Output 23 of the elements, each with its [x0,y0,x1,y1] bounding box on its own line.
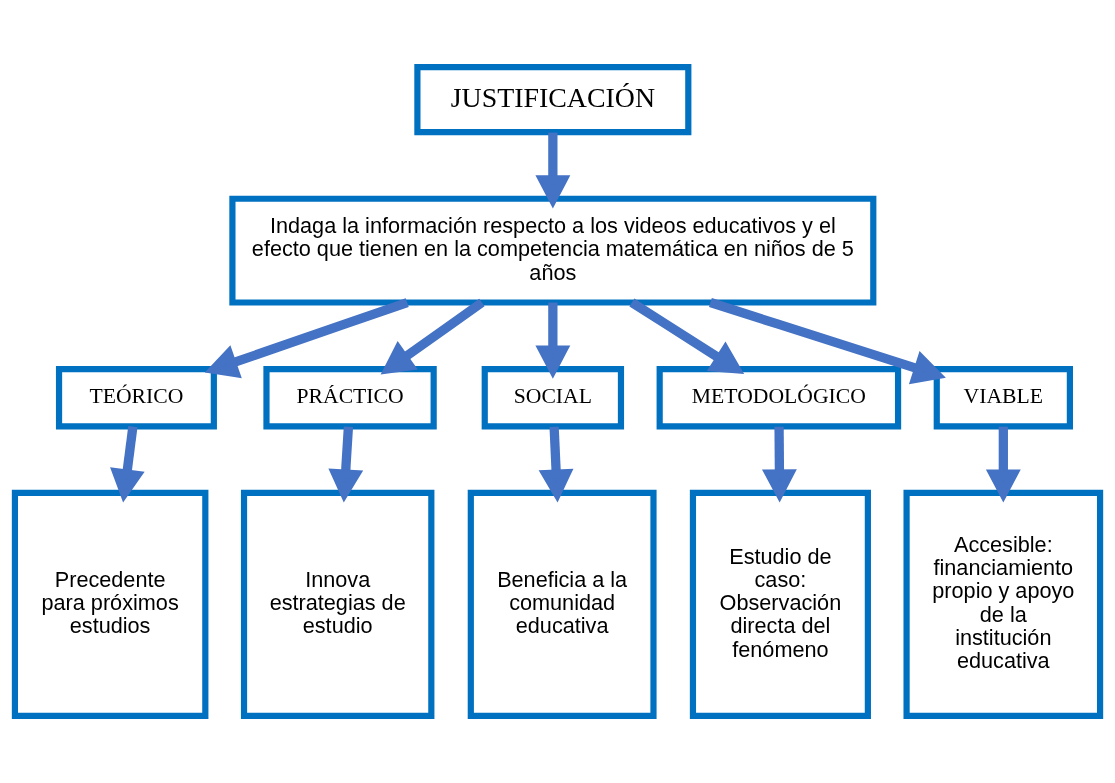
arrow [538,426,574,503]
arrow [985,426,1021,503]
arrow [535,302,571,379]
node-box: TEÓRICO [55,365,217,430]
arrow [328,426,364,503]
node-box: Beneficia a la comunidad educativa [467,489,657,719]
node-box: JUSTIFICACIÓN [414,64,692,136]
node-box: Accesible: financiamiento propio y apoyo de la institución educativa [903,489,1104,719]
arrow [535,132,571,209]
node-box: SOCIAL [481,365,625,430]
arrow [761,426,797,503]
node-box: METODOLÓGICO [656,365,902,430]
node-box: PRÁCTICO [263,365,437,430]
node-box: Innova estrategias de estudio [240,489,435,719]
arrow [204,298,409,379]
node-box: Indaga la información respecto a los videos educativos y el efecto que tienen en la competencia matemática en niños de 5 años [229,195,877,306]
node-box: Estudio de caso: Observación directa del fenómeno [689,489,871,719]
arrow [380,298,485,375]
arrow [629,298,745,375]
node-box: Precedente para próximos estudios [11,489,209,719]
arrow [110,426,145,503]
node-box: VIABLE [933,365,1073,430]
arrow [709,298,946,385]
